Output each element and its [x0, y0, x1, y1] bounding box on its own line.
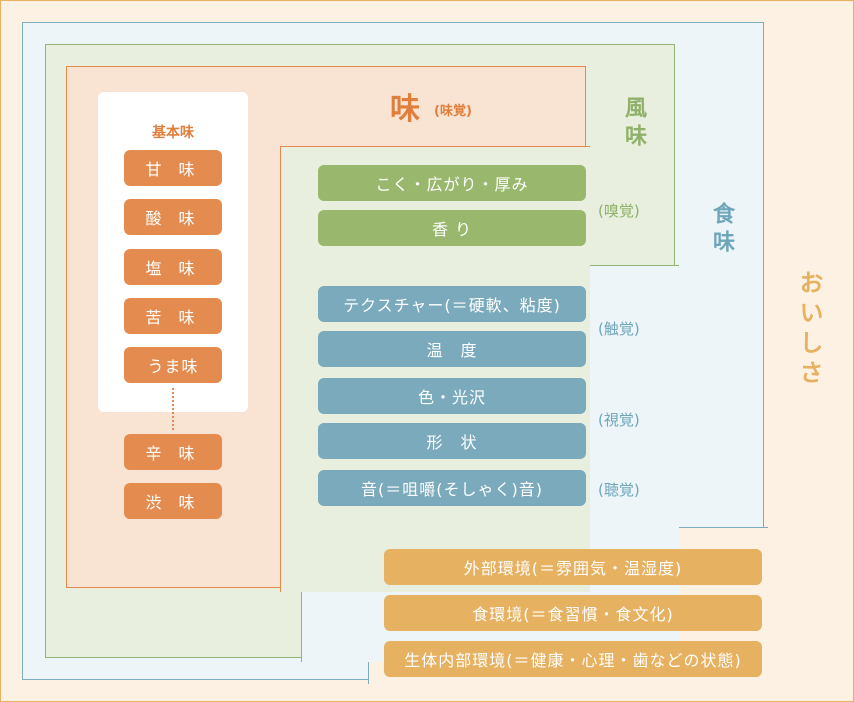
- sense-sight: (視覚): [598, 411, 640, 429]
- basic-taste-sweet: 甘 味: [124, 150, 222, 186]
- flavor-item-aroma: 香 り: [318, 210, 586, 246]
- basic-taste-sour: 酸 味: [124, 199, 222, 235]
- environment-internal: 生体内部環境(＝健康・心理・歯などの状態): [384, 641, 762, 677]
- food-taste-label: 食味: [709, 202, 734, 258]
- sense-touch: (触覚): [598, 320, 640, 338]
- taste-astringent: 渋 味: [124, 483, 222, 519]
- taste-subtitle: (味覚): [434, 104, 472, 119]
- flavor-item-richness: こく・広がり・厚み: [318, 165, 586, 201]
- basic-taste-title: 基本味: [152, 125, 194, 141]
- basic-taste-bitter: 苦 味: [124, 298, 222, 334]
- food-item-temperature: 温 度: [318, 331, 586, 367]
- food-item-shape: 形 状: [318, 423, 586, 459]
- basic-taste-salty: 塩 味: [124, 249, 222, 285]
- taste-pungent: 辛 味: [124, 434, 222, 470]
- environment-external: 外部環境(＝雰囲気・温湿度): [384, 549, 762, 585]
- deliciousness-label: おいしさ: [795, 270, 823, 390]
- sense-smell: (嗅覚): [598, 202, 640, 220]
- flavor-label: 風味: [621, 96, 646, 152]
- food-item-color: 色・光沢: [318, 378, 586, 414]
- food-item-sound: 音(＝咀嚼(そしゃく)音): [318, 470, 586, 506]
- basic-taste-umami: うま味: [124, 347, 222, 383]
- food-item-texture: テクスチャー(＝硬軟、粘度): [318, 286, 586, 322]
- dotted-connector: [172, 388, 174, 430]
- taste-title: 味: [390, 92, 420, 127]
- sense-hearing: (聴覚): [598, 481, 640, 499]
- environment-food: 食環境(＝食習慣・食文化): [384, 595, 762, 631]
